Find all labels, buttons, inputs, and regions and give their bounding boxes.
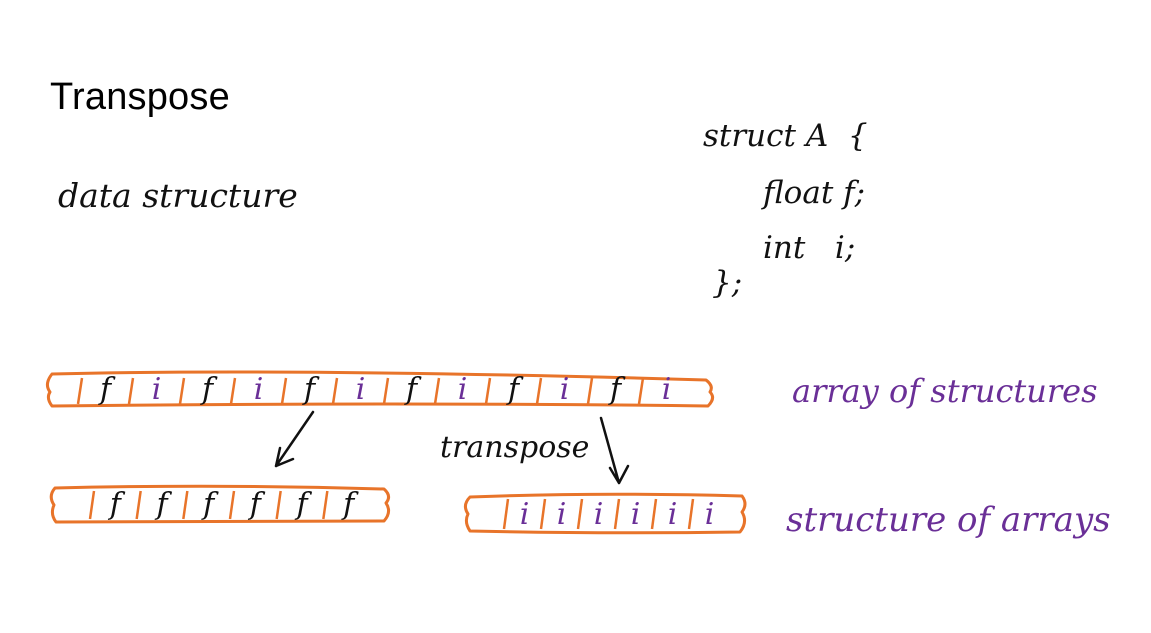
soa-f-divider [275,490,282,520]
aos-divider [331,377,339,405]
soa-f-cell-f: f [248,487,266,522]
aos-divider [178,377,186,405]
aos-cell-i: i [560,372,570,407]
aos-divider [637,377,645,405]
soa-f-divider [322,490,329,520]
soa-f-cell-f: f [341,487,359,522]
soa-i-cell-i: i [520,497,530,532]
aos-label: array of structures [792,372,1098,410]
soa-f-strip-outline [49,484,391,524]
aos-divider [229,377,237,405]
soa-i-cell-i: i [594,497,604,532]
soa-i-strip-outline [463,492,747,535]
aos-divider [382,377,390,405]
code-line-1: struct A { [703,118,868,154]
aos-divider [280,377,288,405]
aos-cell-i: i [254,372,264,407]
soa-i-divider [539,498,547,530]
soa-i-divider [687,498,695,530]
aos-cell-f: f [98,372,116,407]
soa-i-divider [576,498,584,530]
soa-f-divider [88,490,96,520]
soa-i-divider [502,498,510,530]
soa-label: structure of arrays [786,500,1111,540]
arrow-down-left-icon [274,410,315,468]
soa-f-divider [135,490,142,520]
soa-i-divider [613,498,621,530]
soa-i-cell-i: i [705,497,715,532]
soa-i-cell-i: i [557,497,567,532]
code-line-4: }; [712,265,743,301]
transpose-label: transpose [440,430,590,465]
soa-f-cell-f: f [201,487,219,522]
soa-f-divider [182,490,189,520]
aos-divider [127,377,135,405]
aos-cell-i: i [662,372,672,407]
soa-i-divider [650,498,658,530]
page-title: Transpose [50,76,230,118]
soa-i-cell-i: i [631,497,641,532]
code-line-2: float f; [763,175,866,211]
aos-cell-i: i [458,372,468,407]
aos-divider [433,377,441,405]
aos-cell-f: f [506,372,524,407]
soa-i-cell-i: i [668,497,678,532]
soa-f-cell-f: f [108,487,126,522]
code-line-3: int i; [763,230,856,266]
soa-f-cell-f: f [154,487,172,522]
aos-cell-i: i [356,372,366,407]
aos-divider [484,377,492,405]
subtitle: data structure [58,176,298,215]
aos-strip-outline [45,370,715,408]
soa-f-cell-f: f [294,487,312,522]
aos-cell-f: f [200,372,218,407]
aos-cell-f: f [302,372,320,407]
aos-divider [586,377,594,405]
aos-cell-i: i [152,372,162,407]
aos-divider [76,377,84,405]
aos-cell-f: f [404,372,422,407]
aos-divider [535,377,543,405]
soa-f-divider [228,490,236,520]
arrow-down-right-icon [599,416,630,485]
